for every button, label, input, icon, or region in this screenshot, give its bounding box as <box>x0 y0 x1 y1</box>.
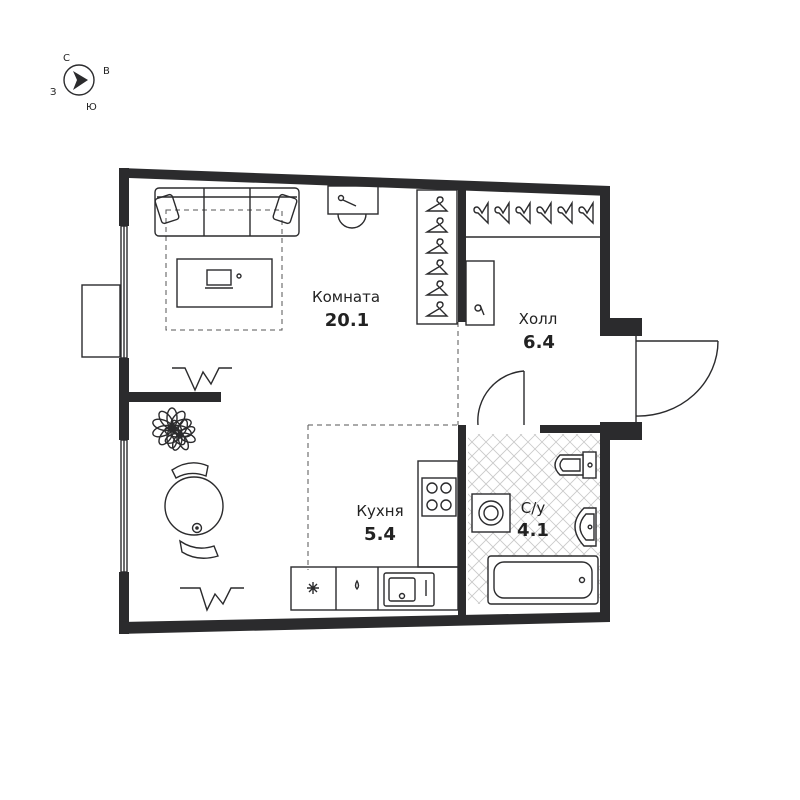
flower-icon <box>152 407 196 451</box>
room-area-living: 20.1 <box>325 310 369 331</box>
dining-table-icon <box>164 462 224 559</box>
zone-dividers <box>165 209 459 570</box>
desk-icon <box>327 185 379 229</box>
room-area-bathroom: 4.1 <box>517 520 549 541</box>
fridge-icon <box>307 582 319 594</box>
wardrobe-icon <box>416 189 458 325</box>
hanger-icon <box>494 200 510 225</box>
sink-icon <box>383 572 435 607</box>
compass-south: Ю <box>86 102 97 113</box>
entrance-door-icon <box>635 336 719 422</box>
balcony-outline <box>81 284 121 358</box>
room-label-kitchen: Кухня 5.4 <box>356 502 403 545</box>
room-label-living: Комната 20.1 <box>312 288 380 331</box>
compass-west: З <box>50 87 56 98</box>
windows <box>120 225 128 573</box>
room-area-hall: 6.4 <box>523 332 555 353</box>
room-name-bathroom: С/у <box>521 499 546 517</box>
room-name-kitchen: Кухня <box>356 502 403 520</box>
washer-icon <box>471 493 511 533</box>
room-area-kitchen: 5.4 <box>364 524 396 545</box>
room-name-living: Комната <box>312 288 380 306</box>
toilet-icon <box>554 451 597 479</box>
compass-icon: С В Ю З <box>50 53 110 113</box>
hanger-icon <box>424 259 449 275</box>
hanger-icon <box>424 238 449 254</box>
hanger-icon <box>424 196 449 212</box>
sofa-icon <box>154 187 300 237</box>
coffee-table-icon <box>176 258 273 308</box>
compass-east: В <box>103 66 110 77</box>
room-label-bathroom: С/у 4.1 <box>517 499 549 541</box>
hanger-icon <box>578 200 594 225</box>
radiator-icons <box>172 367 244 612</box>
room-name-hall: Холл <box>519 310 558 328</box>
hall-wardrobe-icon <box>473 200 594 225</box>
room-label-hall: Холл 6.4 <box>519 310 558 353</box>
hanger-icon <box>557 200 573 225</box>
bathtub-icon <box>487 555 599 605</box>
hanger-icon <box>424 301 449 317</box>
stove-icon <box>421 477 457 517</box>
washbasin-icon <box>574 507 597 547</box>
bathroom-door-icon <box>477 370 525 426</box>
hanger-icon <box>424 217 449 233</box>
dishwasher-icon <box>354 579 360 590</box>
compass-north: С <box>63 53 70 64</box>
hanger-icon <box>424 280 449 296</box>
hanger-icon <box>536 200 552 225</box>
kitchen-counter <box>290 460 459 611</box>
hanger-icon <box>473 200 489 225</box>
hanger-icon <box>515 200 531 225</box>
walls <box>119 168 642 634</box>
hall-partitions <box>465 236 600 326</box>
